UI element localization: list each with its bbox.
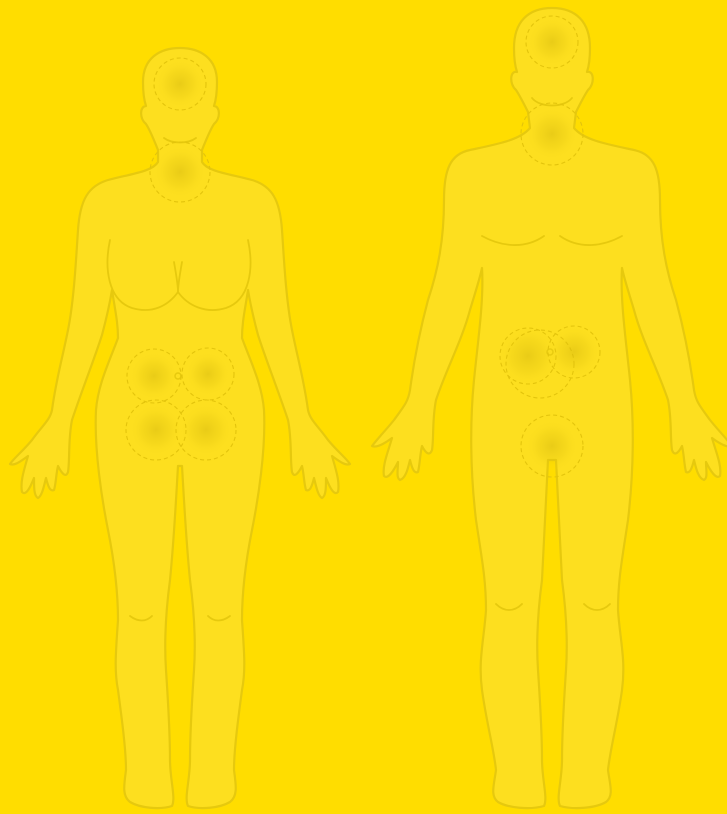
groin-zone[interactable] bbox=[521, 415, 583, 477]
throat-zone[interactable] bbox=[521, 103, 583, 165]
right-abdomen-zone[interactable] bbox=[548, 326, 600, 378]
left-upper-abdomen-zone[interactable] bbox=[127, 349, 181, 403]
